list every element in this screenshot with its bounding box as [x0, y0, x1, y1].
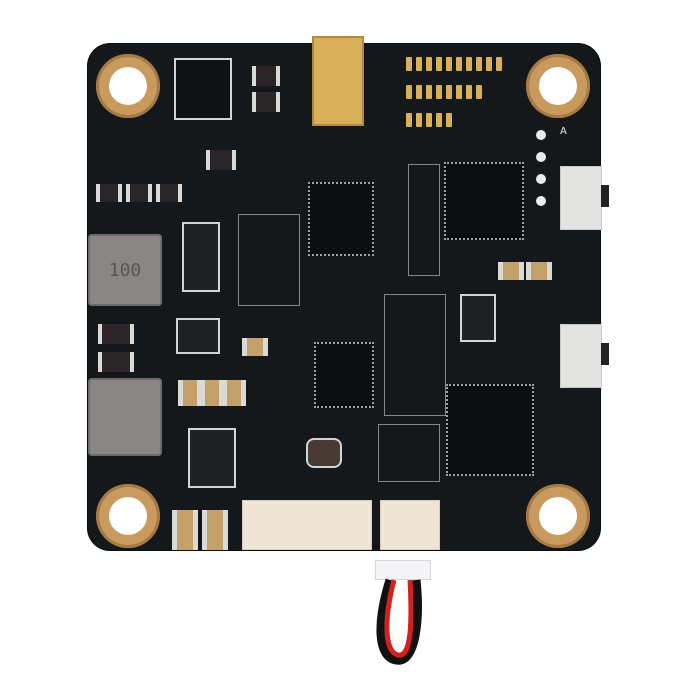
side-switch-bottom — [560, 324, 609, 388]
connector-2pin — [380, 500, 440, 550]
mosfet — [460, 294, 496, 342]
diode — [182, 222, 220, 292]
top-pad-row-1 — [406, 56, 506, 75]
component-resistor — [98, 324, 134, 344]
regulator-mid — [176, 318, 220, 354]
silkscreen-outline — [384, 294, 446, 416]
capacitor — [242, 338, 268, 356]
battery-lead-cable — [376, 578, 422, 665]
main-ic-center — [314, 342, 374, 408]
component-resistor — [252, 92, 280, 112]
main-ic-right-top — [444, 162, 524, 240]
main-ic-right-bottom — [446, 384, 534, 476]
solder-pad — [536, 152, 546, 162]
silkscreen-outline — [378, 424, 440, 482]
pad-label: A — [560, 126, 567, 137]
component-resistor — [98, 352, 134, 372]
component-resistor — [126, 184, 152, 202]
mounting-hole-top-right — [526, 54, 590, 118]
capacitor — [200, 380, 224, 406]
inductor-bottom — [88, 378, 162, 456]
solder-pad — [536, 196, 546, 206]
silkscreen-outline — [408, 164, 440, 276]
solder-pad — [536, 130, 546, 140]
component-resistor — [252, 66, 280, 86]
side-switch-top — [560, 166, 609, 230]
mounting-hole-top-left — [96, 54, 160, 118]
circuit-board: A 100 — [88, 36, 609, 550]
capacitor — [202, 510, 228, 550]
regulator-bottom — [188, 428, 236, 488]
inductor-top: 100 — [88, 234, 162, 306]
capacitor — [526, 262, 552, 280]
silkscreen-outline — [238, 214, 300, 306]
capacitor — [172, 510, 198, 550]
component-resistor — [156, 184, 182, 202]
component-resistor — [96, 184, 122, 202]
connector-6pin — [242, 500, 372, 550]
antenna-connector — [312, 36, 364, 126]
capacitor — [222, 380, 246, 406]
capacitor — [498, 262, 524, 280]
capacitor — [178, 380, 202, 406]
top-pad-row-2 — [406, 84, 486, 103]
battery-lead-plug — [375, 560, 431, 580]
top-pad-row-3 — [406, 112, 456, 131]
main-ic-center-top — [308, 182, 374, 256]
mounting-hole-bottom-right — [526, 484, 590, 548]
mounting-hole-bottom-left — [96, 484, 160, 548]
buzzer-component — [306, 438, 342, 468]
solder-pad — [536, 174, 546, 184]
voltage-regulator — [174, 58, 232, 120]
component-resistor — [206, 150, 236, 170]
